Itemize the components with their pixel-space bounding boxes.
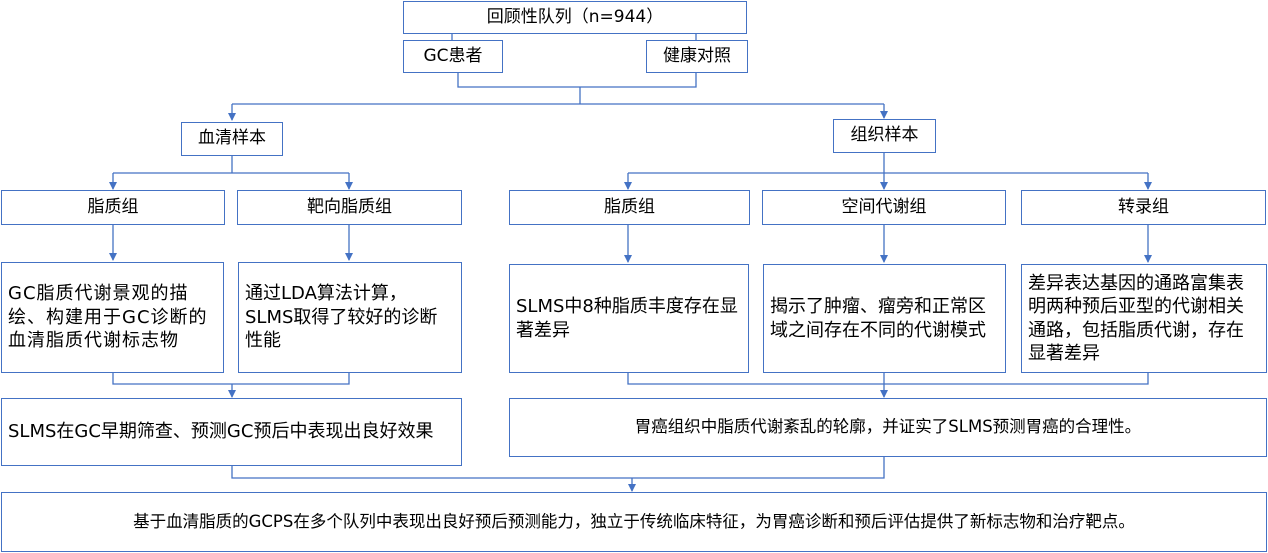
transcriptome-box: 转录组 [1021, 190, 1266, 225]
spatial-metabolome-box: 空间代谢组 [762, 190, 1006, 225]
gc-patients-box: GC患者 [403, 40, 503, 73]
healthy-controls-box: 健康对照 [646, 40, 748, 73]
spatial-finding-box: 揭示了肿瘤、瘤旁和正常区域之间存在不同的代谢模式 [763, 264, 1006, 373]
tissue-samples-box: 组织样本 [833, 119, 936, 153]
targeted-finding-box: 通过LDA算法计算，SLMS取得了较好的诊断性能 [238, 262, 462, 373]
cohort-box: 回顾性队列（n=944） [403, 1, 747, 34]
final-conclusion-box: 基于血清脂质的GCPS在多个队列中表现出良好预后预测能力，独立于传统临床特征，为… [1, 492, 1267, 552]
serum-summary-box: SLMS在GC早期筛查、预测GC预后中表现出良好效果 [1, 398, 462, 466]
targeted-lipidome-box: 靶向脂质组 [237, 190, 462, 225]
tissue-summary-box: 胃癌组织中脂质代谢紊乱的轮廓，并证实了SLMS预测胃癌的合理性。 [509, 398, 1267, 457]
serum-lipidome-finding-box: GC脂质代谢景观的描绘、构建用于GC诊断的血清脂质代谢标志物 [1, 262, 224, 373]
transcriptome-finding-box: 差异表达基因的通路富集表明两种预后亚型的代谢相关通路，包括脂质代谢，存在显著差异 [1021, 264, 1267, 373]
serum-lipidome-box: 脂质组 [1, 190, 225, 225]
tissue-lipidome-finding-box: SLMS中8种脂质丰度存在显著差异 [509, 264, 749, 373]
serum-samples-box: 血清样本 [181, 122, 283, 156]
tissue-lipidome-box: 脂质组 [509, 190, 750, 225]
